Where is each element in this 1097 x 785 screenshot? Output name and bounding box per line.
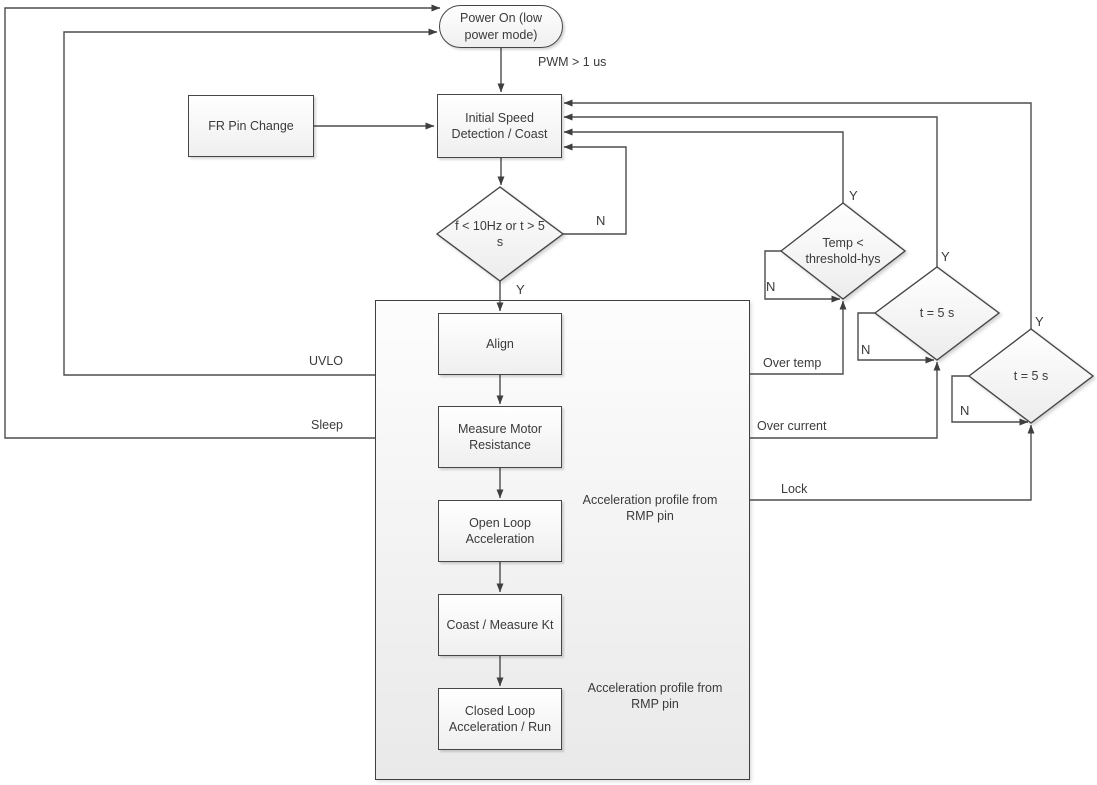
edge-label-uvlo: UVLO bbox=[308, 354, 343, 368]
label-freq-no: N bbox=[596, 213, 606, 228]
decision-t5s-1-label: t = 5 s bbox=[919, 305, 955, 320]
decision-temp-label: Temp < threshold-hys bbox=[805, 235, 881, 266]
node-fr-pin-change: FR Pin Change bbox=[188, 95, 314, 157]
node-open-loop-acceleration-label: Open Loop Acceleration bbox=[465, 515, 535, 546]
edge-freqcheck-no-loop bbox=[563, 143, 627, 235]
decision-t5s-1-shape bbox=[873, 266, 1001, 361]
decision-temp-shape bbox=[779, 202, 907, 300]
node-closed-loop-acceleration-run: Closed Loop Acceleration / Run bbox=[438, 688, 562, 750]
edge-label-lock: Lock bbox=[781, 482, 808, 496]
node-initial-speed-detection: Initial Speed Detection / Coast bbox=[437, 94, 562, 158]
node-fr-pin-change-label: FR Pin Change bbox=[208, 118, 294, 133]
edge-t5s2-no-loop bbox=[951, 375, 1029, 426]
decision-freq-time-shape bbox=[435, 186, 565, 282]
edge-over-temp bbox=[750, 300, 847, 375]
edge-temp-no-loop bbox=[764, 250, 841, 303]
label-freq-yes: Y bbox=[516, 282, 525, 297]
edge-label-over-temp: Over temp bbox=[763, 356, 822, 370]
startup-sequence-container bbox=[375, 300, 750, 780]
edge-over-current bbox=[750, 361, 941, 439]
label-t5s2-yes: Y bbox=[1035, 314, 1044, 329]
node-coast-measure-kt-label: Coast / Measure Kt bbox=[446, 617, 554, 632]
node-power-on-label: Power On (low power mode) bbox=[460, 11, 542, 42]
label-t5s1-yes: Y bbox=[941, 249, 950, 264]
node-initial-speed-detection-label: Initial Speed Detection / Coast bbox=[451, 110, 548, 141]
decision-freq-time-label: f < 10Hz or t > 5 s bbox=[455, 218, 545, 249]
edge-t5s2-yes-to-initial bbox=[563, 99, 1032, 329]
node-closed-loop-acceleration-run-label: Closed Loop Acceleration / Run bbox=[448, 703, 552, 734]
label-temp-no: N bbox=[766, 279, 776, 294]
edge-uvlo bbox=[63, 28, 438, 376]
node-measure-motor-resistance: Measure Motor Resistance bbox=[438, 406, 562, 468]
label-t5s2-no: N bbox=[960, 403, 970, 418]
edge-t5s1-yes-to-initial bbox=[563, 113, 938, 267]
node-coast-measure-kt: Coast / Measure Kt bbox=[438, 594, 562, 656]
node-align: Align bbox=[438, 313, 562, 375]
label-t5s1-no: N bbox=[861, 342, 871, 357]
decision-t5s-2-shape bbox=[967, 328, 1095, 424]
edge-label-over-current: Over current bbox=[757, 419, 827, 433]
note-acceleration-profile-1: Acceleration profile from RMP pin bbox=[582, 493, 718, 523]
node-align-label: Align bbox=[486, 336, 514, 351]
node-open-loop-acceleration: Open Loop Acceleration bbox=[438, 500, 562, 562]
edge-t5s1-no-loop bbox=[857, 312, 935, 364]
edge-lock bbox=[750, 424, 1035, 501]
edge-label-sleep: Sleep bbox=[311, 418, 343, 432]
node-power-on: Power On (low power mode) bbox=[439, 5, 563, 48]
decision-t5s-2-label: t = 5 s bbox=[1013, 368, 1049, 383]
note-acceleration-profile-2: Acceleration profile from RMP pin bbox=[587, 681, 723, 711]
edge-label-pwm: PWM > 1 us bbox=[538, 55, 607, 69]
edge-sleep bbox=[4, 4, 441, 439]
edge-temp-yes-to-initial bbox=[563, 128, 844, 203]
node-measure-motor-resistance-label: Measure Motor Resistance bbox=[457, 421, 543, 452]
label-temp-yes: Y bbox=[849, 188, 858, 203]
